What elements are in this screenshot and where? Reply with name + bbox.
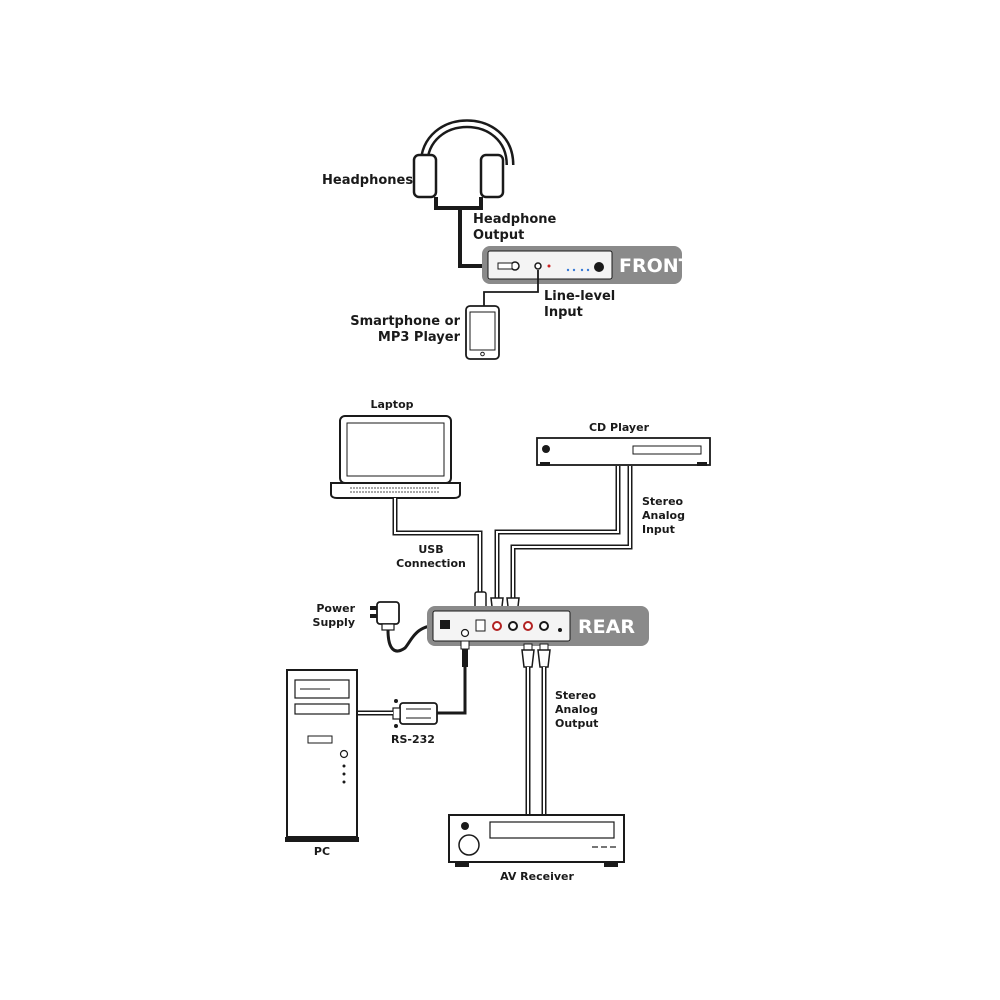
usb-port-icon — [475, 619, 486, 632]
db9-connector-icon — [392, 699, 438, 728]
pc-label: PC — [314, 845, 330, 858]
rca-in-left-icon — [492, 621, 502, 631]
av-receiver-icon — [448, 814, 625, 867]
stereo-output-label-3: Output — [555, 717, 598, 730]
stereo-output-label: Stereo — [555, 689, 597, 702]
line-level-label-2: Input — [544, 305, 583, 320]
stereo-input-label: Stereo — [642, 495, 684, 508]
smartphone-label-2: MP3 Player — [378, 330, 461, 345]
headphones-icon — [412, 119, 515, 199]
rs232-plug-icon — [460, 640, 470, 667]
cd-player-label: CD Player — [589, 421, 650, 434]
power-supply-label-2: Supply — [313, 616, 355, 629]
stereo-output-label-2: Analog — [555, 703, 598, 716]
line-level-label: Line-level — [544, 289, 615, 304]
laptop-label: Laptop — [371, 398, 414, 411]
rear-panel-title: REAR — [578, 616, 635, 638]
volume-knob-icon — [594, 262, 604, 272]
headphone-output-label-2: Output — [473, 228, 524, 243]
power-cable — [386, 623, 441, 653]
stereo-input-cables — [494, 466, 633, 598]
line-level-cable — [483, 270, 539, 306]
rca-out-left-icon — [523, 621, 533, 631]
dc-jack-icon — [440, 620, 450, 629]
power-adapter-icon — [370, 601, 400, 631]
usb-cable — [392, 498, 483, 594]
av-receiver-label: AV Receiver — [500, 870, 574, 883]
stereo-input-label-2: Analog — [642, 509, 685, 522]
smartphone-icon — [465, 305, 500, 360]
rs232-cable — [437, 667, 467, 715]
rca-out-right-icon — [539, 621, 549, 631]
stereo-output-cables — [525, 667, 547, 815]
line-in-jack-icon — [534, 262, 542, 270]
rear-panel: REAR — [427, 606, 649, 646]
service-port-icon — [460, 628, 470, 638]
cd-player-icon — [536, 437, 711, 466]
usb-label: USB — [418, 543, 443, 556]
ground-screw-icon — [558, 628, 562, 632]
headphone-output-label: Headphone — [473, 212, 557, 227]
rs232-label: RS-232 — [391, 733, 435, 746]
pc-tower-icon — [285, 669, 359, 842]
front-panel-title: FRONT — [619, 255, 692, 277]
headphones-label: Headphones — [322, 173, 413, 188]
rca-in-right-icon — [508, 621, 518, 631]
smartphone-label: Smartphone or — [350, 314, 460, 329]
rca-output-plugs — [521, 643, 551, 668]
laptop-icon — [330, 415, 461, 499]
stereo-input-label-3: Input — [642, 523, 675, 536]
power-supply-label: Power — [316, 602, 355, 615]
usb-label-2: Connection — [396, 557, 466, 570]
front-panel: FRONT — [482, 246, 692, 284]
